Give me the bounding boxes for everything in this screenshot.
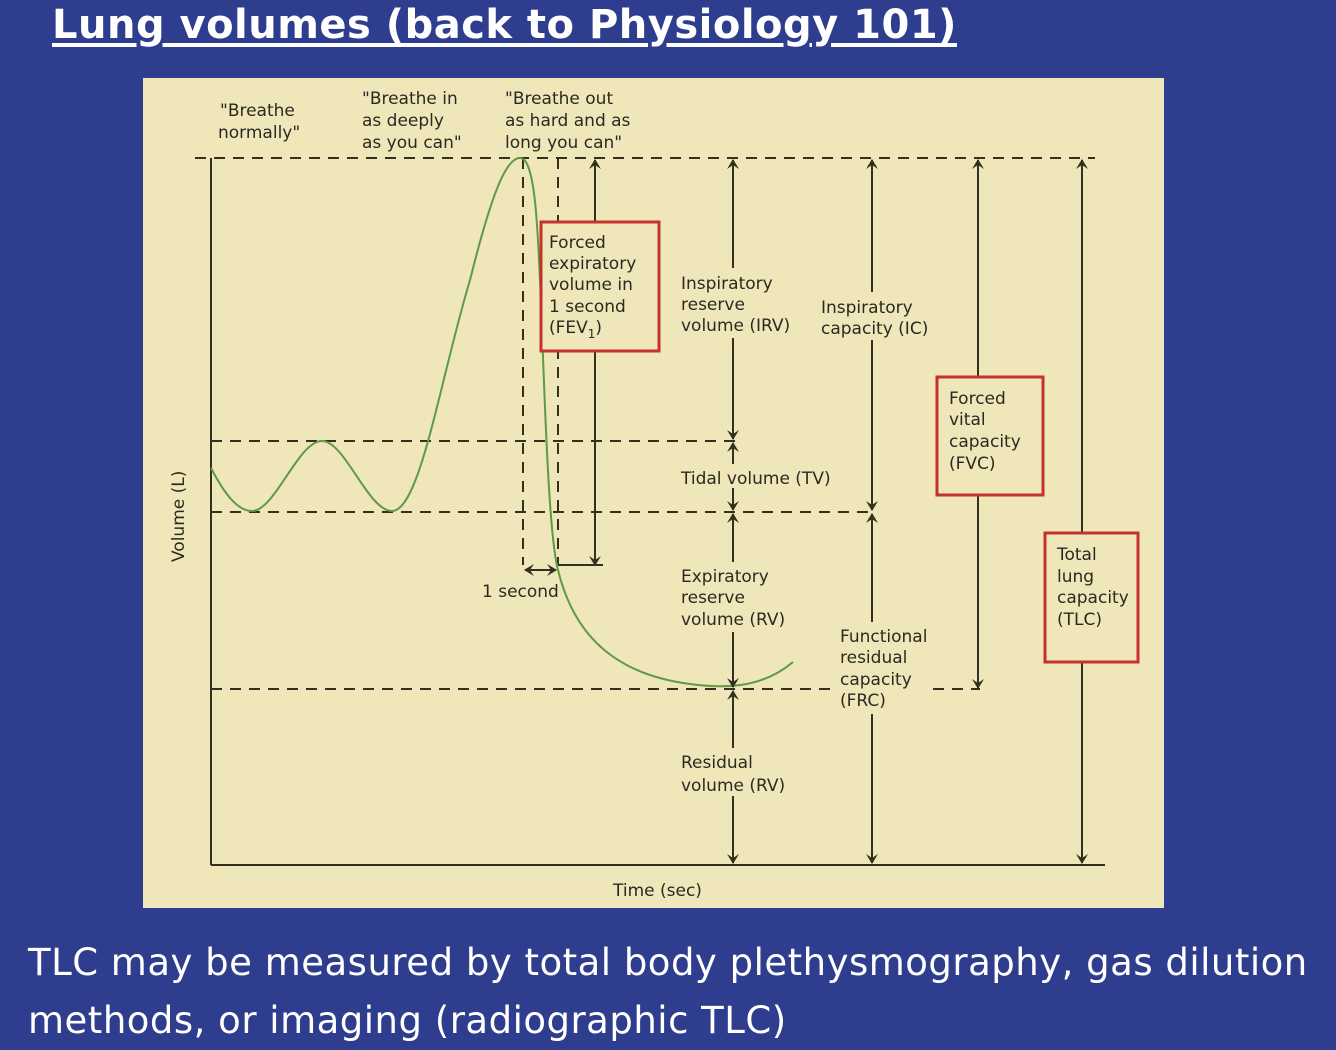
- tv-label: Tidal volume (TV): [680, 469, 831, 489]
- one-second-label: 1 second: [482, 582, 559, 602]
- irv-label: Inspiratory reserve volume (IRV): [681, 274, 790, 336]
- y-axis-label: Volume (L): [169, 471, 189, 562]
- spirometry-curve: [210, 156, 794, 688]
- fev1-label: Forced expiratory volume in 1 second (FE…: [549, 233, 642, 341]
- fvc-label: Forced vital capacity (FVC): [949, 389, 1026, 474]
- instruction-breathe-in: "Breathe in as deeply as you can": [362, 89, 463, 153]
- slide-title: Lung volumes (back to Physiology 101): [52, 2, 957, 48]
- instruction-breathe-out: "Breathe out as hard and as long you can…: [505, 89, 636, 153]
- tlc-highlight-box: [1043, 531, 1140, 664]
- fev1-highlight-box: [539, 220, 661, 353]
- slide-caption: TLC may be measured by total body plethy…: [28, 934, 1328, 1050]
- rv-label: Residual volume (RV): [681, 753, 785, 796]
- erv-label: Expiratory reserve volume (RV): [681, 567, 785, 630]
- tlc-label: Total lung capacity (TLC): [1056, 545, 1134, 630]
- fvc-highlight-box: [935, 375, 1045, 497]
- x-axis-label: Time (sec): [612, 881, 702, 901]
- caption-line: TLC may be measured by total body plethy…: [28, 941, 1308, 984]
- instruction-breathe-normally: "Breathe normally": [218, 101, 300, 143]
- caption-line: methods, or imaging (radiographic TLC): [28, 999, 787, 1042]
- ic-label: Inspiratory capacity (IC): [821, 298, 928, 339]
- frc-label: Functional residual capacity (FRC): [840, 627, 933, 711]
